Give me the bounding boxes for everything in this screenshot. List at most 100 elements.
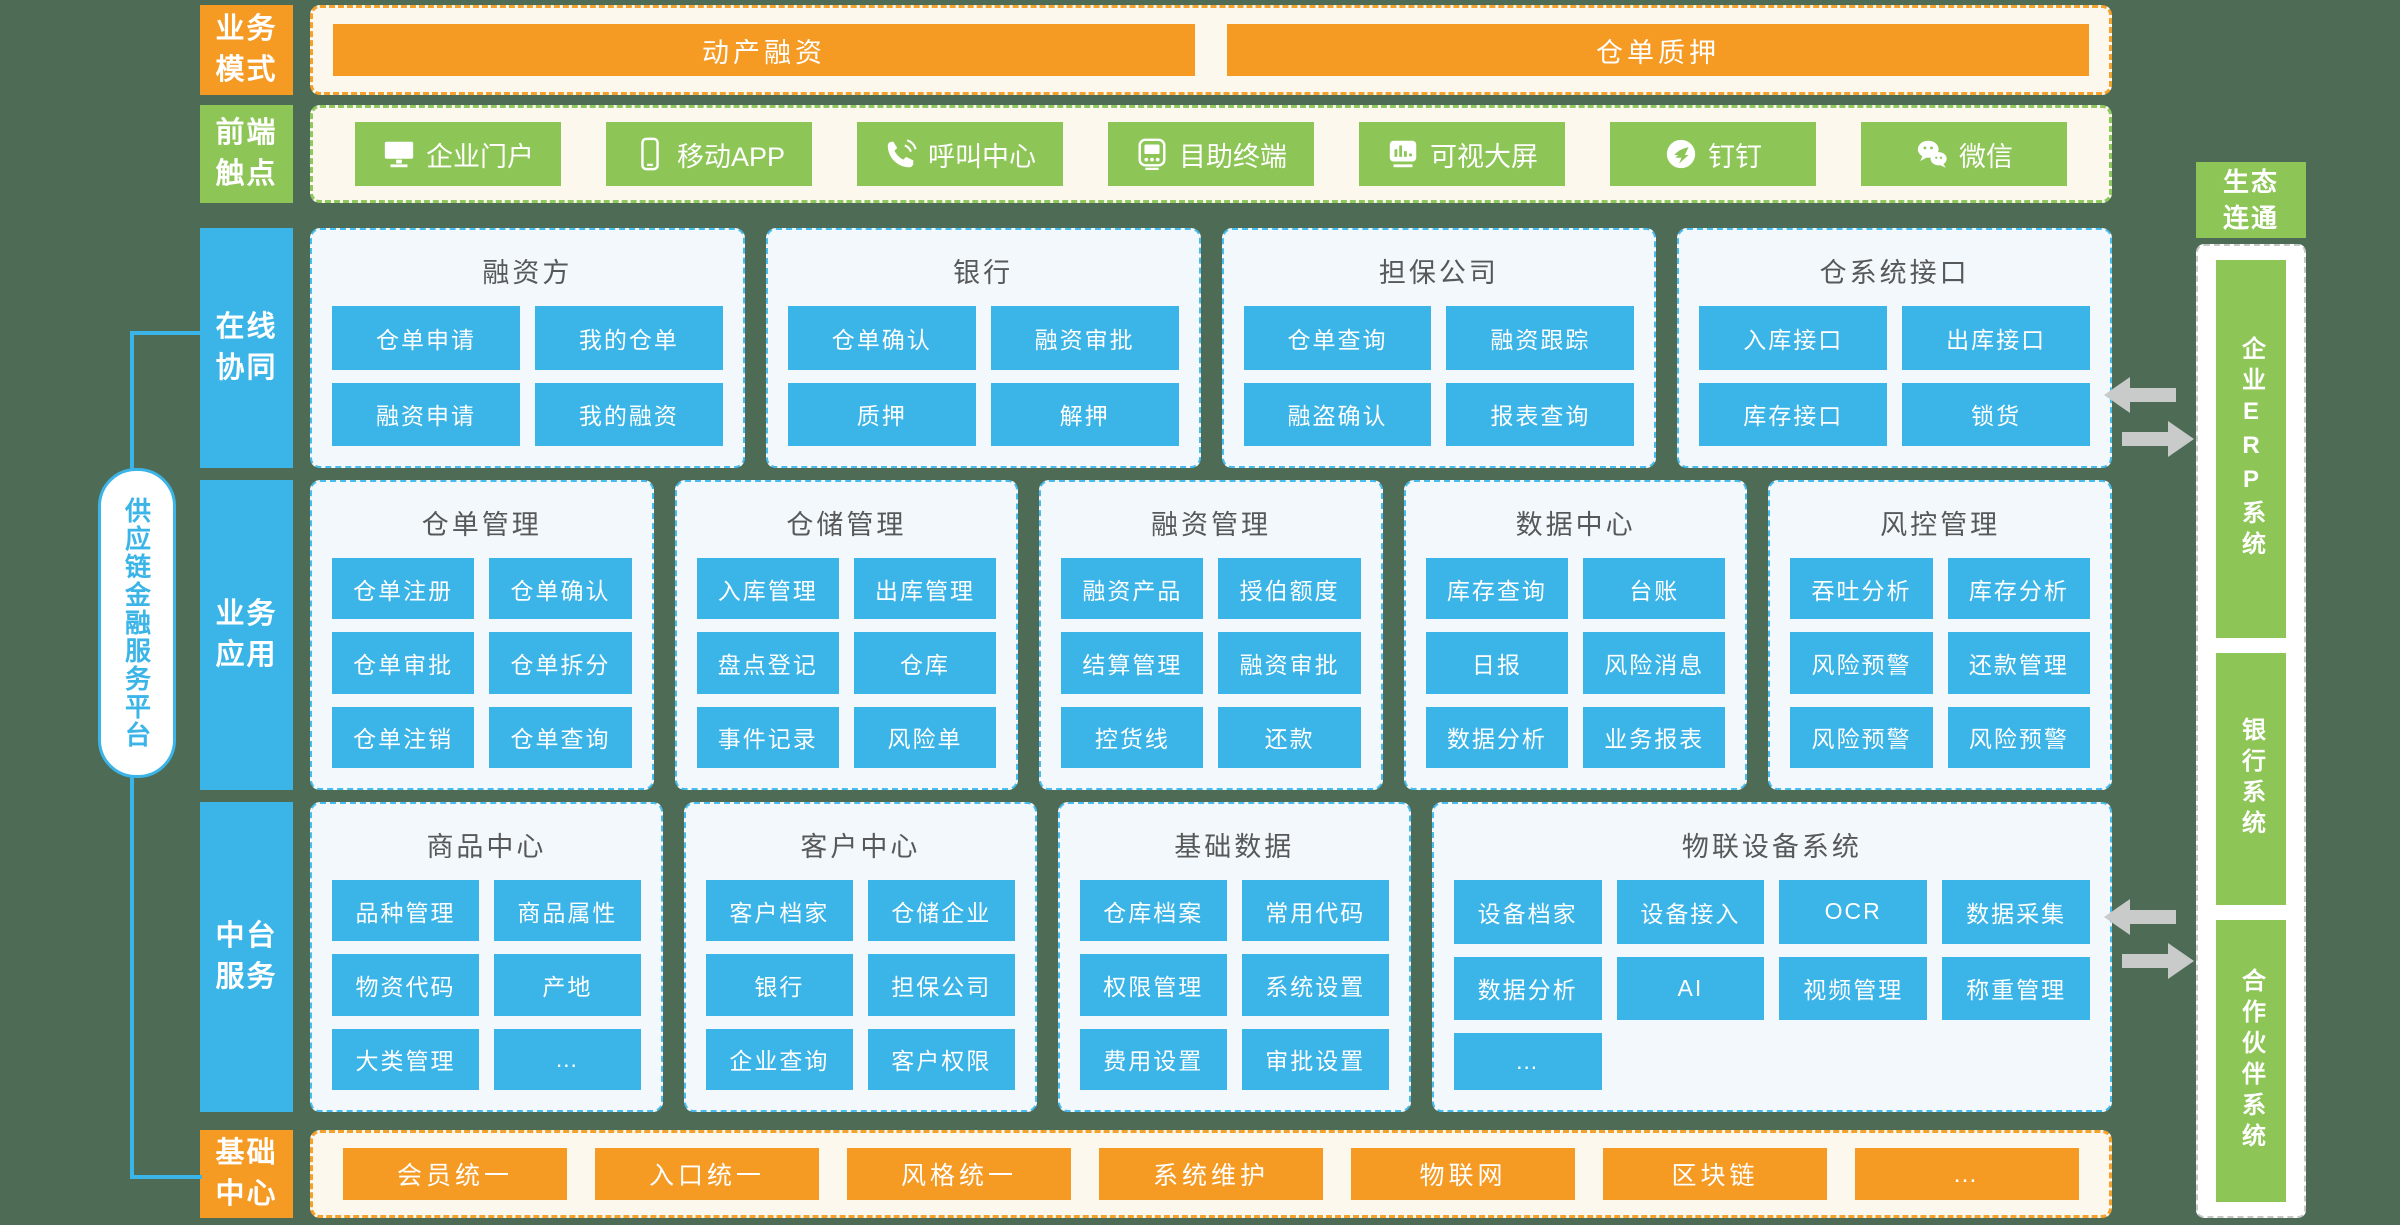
module-button[interactable]: 仓单注册	[332, 558, 475, 620]
module-button[interactable]: 银行	[705, 954, 853, 1016]
module-button[interactable]: AI	[1616, 956, 1765, 1021]
module-button[interactable]: 费用设置	[1079, 1028, 1227, 1090]
module-button[interactable]: 仓库档案	[1079, 880, 1227, 942]
touchpoint-enterprise-portal[interactable]: 企业门户	[355, 122, 561, 186]
module-button[interactable]: 入库接口	[1699, 306, 1888, 370]
touchpoint-self-service-terminal[interactable]: 目助终端	[1108, 122, 1314, 186]
module-button[interactable]: 结算管理	[1061, 632, 1204, 694]
module-button[interactable]: 客户档家	[705, 880, 853, 942]
base-button-unified-entry[interactable]: 入口统一	[595, 1148, 819, 1200]
module-button[interactable]: 产地	[493, 954, 641, 1016]
module-button[interactable]: 审批设置	[1241, 1028, 1389, 1090]
module-button[interactable]: 数据采集	[1942, 880, 2090, 944]
module-button-more[interactable]: …	[493, 1028, 641, 1090]
module-button[interactable]: 数据分析	[1453, 956, 1602, 1021]
module-button[interactable]: 设备接入	[1616, 880, 1765, 944]
module-button[interactable]: 事件记录	[696, 706, 839, 768]
module-button[interactable]: 我的融资	[534, 382, 723, 446]
module-button[interactable]: 仓单查询	[489, 706, 632, 768]
module-button[interactable]: 数据分析	[1425, 706, 1569, 768]
module-button[interactable]: 品种管理	[332, 880, 479, 942]
module-button[interactable]: 称重管理	[1942, 956, 2090, 1021]
module-button[interactable]: 仓单申请	[332, 306, 520, 370]
module-grid: 入库接口 出库接口 库存接口 锁货	[1699, 306, 2090, 446]
module-button[interactable]: 风险预警	[1790, 706, 1933, 768]
module-button[interactable]: 仓单注销	[332, 706, 475, 768]
module-button[interactable]: 融资产品	[1061, 558, 1204, 620]
module-button[interactable]: 融盗确认	[1243, 382, 1432, 446]
module-button[interactable]: 业务报表	[1583, 706, 1726, 768]
module-button[interactable]: OCR	[1779, 880, 1928, 944]
module-button[interactable]: 融资审批	[990, 306, 1179, 370]
module-button[interactable]: 还款管理	[1947, 632, 2090, 694]
module-button[interactable]: 仓单审批	[332, 632, 475, 694]
base-button-unified-style[interactable]: 风格统一	[847, 1148, 1071, 1200]
wechat-icon	[1915, 137, 1949, 171]
module-button[interactable]: 仓库	[853, 632, 997, 694]
module-button[interactable]: 授伯额度	[1218, 558, 1361, 620]
module-button[interactable]: 设备档家	[1453, 880, 1602, 944]
module-button[interactable]: 我的仓单	[534, 306, 723, 370]
module-button[interactable]: 控货线	[1061, 706, 1204, 768]
module-button[interactable]: 日报	[1425, 632, 1569, 694]
module-button[interactable]: 权限管理	[1079, 954, 1227, 1016]
module-button-more[interactable]: …	[1453, 1033, 1602, 1090]
touchpoint-visual-dashboard[interactable]: 可视大屏	[1359, 122, 1565, 186]
module-button[interactable]: 系统设置	[1241, 954, 1389, 1016]
module-button[interactable]: 出库接口	[1902, 306, 2090, 370]
module-button[interactable]: 报表查询	[1446, 382, 1635, 446]
touchpoint-call-center[interactable]: 呼叫中心	[857, 122, 1063, 186]
eco-system-bank[interactable]: 银行系统	[2216, 652, 2286, 905]
touchpoint-dingtalk[interactable]: 钉钉	[1610, 122, 1816, 186]
mode-button-warehouse-receipt-pledge[interactable]: 仓单质押	[1227, 24, 2089, 76]
module-button[interactable]: 视频管理	[1779, 956, 1928, 1021]
module-button[interactable]: 入库管理	[696, 558, 839, 620]
base-button-more[interactable]: …	[1855, 1148, 2079, 1200]
module-button[interactable]: 大类管理	[332, 1028, 479, 1090]
module-button[interactable]: 融资跟踪	[1446, 306, 1635, 370]
base-button-iot[interactable]: 物联网	[1351, 1148, 1575, 1200]
base-button-system-maintenance[interactable]: 系统维护	[1099, 1148, 1323, 1200]
base-button-blockchain[interactable]: 区块链	[1603, 1148, 1827, 1200]
eco-system-partner[interactable]: 合作伙伴系统	[2216, 919, 2286, 1203]
module-button[interactable]: 库存接口	[1699, 382, 1888, 446]
module-button[interactable]: 商品属性	[493, 880, 641, 942]
module-button[interactable]: 仓单确认	[489, 558, 632, 620]
module-button[interactable]: 出库管理	[853, 558, 997, 620]
eco-system-enterprise-erp[interactable]: 企业ERP系统	[2216, 260, 2286, 638]
module-button[interactable]: 企业查询	[705, 1028, 853, 1090]
module-button[interactable]: 台账	[1583, 558, 1726, 620]
module-button[interactable]: 风险预警	[1790, 632, 1933, 694]
module-button[interactable]: 还款	[1218, 706, 1361, 768]
module-button[interactable]: 物资代码	[332, 954, 479, 1016]
module-button[interactable]: 风险消息	[1583, 632, 1726, 694]
touchpoint-mobile-app[interactable]: 移动APP	[606, 122, 812, 186]
touchpoint-wechat[interactable]: 微信	[1861, 122, 2067, 186]
arrow-right-icon	[2122, 943, 2194, 979]
module-button[interactable]: 融资审批	[1218, 632, 1361, 694]
module-button[interactable]: 客户权限	[867, 1028, 1015, 1090]
module-button[interactable]: 质押	[787, 382, 976, 446]
module-button[interactable]: 常用代码	[1241, 880, 1389, 942]
card-title: 融资方	[482, 258, 573, 288]
module-button[interactable]: 库存分析	[1947, 558, 2090, 620]
module-button[interactable]: 风险单	[853, 706, 997, 768]
module-button[interactable]: 担保公司	[867, 954, 1015, 1016]
base-button-unified-membership[interactable]: 会员统一	[343, 1148, 567, 1200]
module-button[interactable]: 吞吐分析	[1790, 558, 1933, 620]
module-button[interactable]: 解押	[990, 382, 1179, 446]
module-grid: 品种管理 商品属性 物资代码 产地 大类管理 …	[332, 880, 641, 1090]
data-exchange-arrows-top	[2104, 376, 2200, 458]
module-button[interactable]: 仓单拆分	[489, 632, 632, 694]
module-button[interactable]: 库存查询	[1425, 558, 1569, 620]
card-financier: 融资方 仓单申请 我的仓单 融资申请 我的融资	[310, 228, 745, 468]
module-button[interactable]: 仓储企业	[867, 880, 1015, 942]
module-button[interactable]: 仓单查询	[1243, 306, 1432, 370]
touchpoint-label: 可视大屏	[1430, 141, 1538, 172]
mode-button-movable-asset-financing[interactable]: 动产融资	[333, 24, 1195, 76]
module-button[interactable]: 风险预警	[1947, 706, 2090, 768]
module-button[interactable]: 融资申请	[332, 382, 520, 446]
module-button[interactable]: 盘点登记	[696, 632, 839, 694]
module-button[interactable]: 锁货	[1902, 382, 2090, 446]
module-button[interactable]: 仓单确认	[787, 306, 976, 370]
